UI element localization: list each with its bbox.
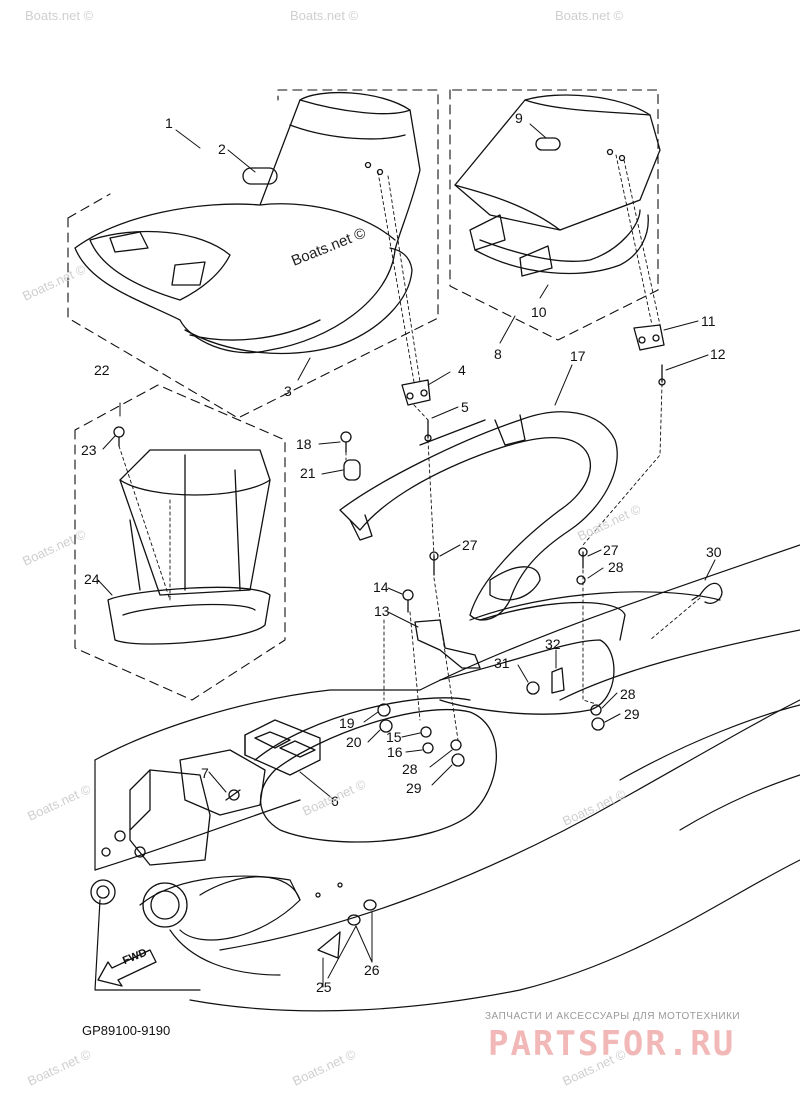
washer-15 (420, 726, 432, 738)
locator-lines (118, 154, 701, 741)
callout-19: 19 (339, 715, 355, 731)
bolt-14 (402, 589, 414, 613)
washer-28-top (576, 575, 586, 585)
callout-13: 13 (374, 603, 390, 619)
pin-27a (429, 551, 439, 576)
washer-19 (377, 703, 391, 717)
callout-12: 12 (710, 346, 726, 362)
callout-3: 3 (284, 383, 292, 399)
group-boxes (67, 89, 659, 701)
collar-21 (343, 459, 361, 481)
bolt-12 (658, 364, 666, 386)
callout-10: 10 (531, 304, 547, 320)
front-seat (74, 92, 421, 354)
callout-27-right: 27 (603, 542, 619, 558)
screw-7 (225, 789, 241, 801)
callout-20: 20 (346, 734, 362, 750)
callout-8: 8 (494, 346, 502, 362)
washer-28-mid (450, 739, 462, 751)
callout-16: 16 (387, 744, 403, 760)
watermark: Boats.net © (555, 8, 624, 23)
rear-seat (454, 94, 661, 277)
hook-30 (691, 582, 723, 604)
console (90, 749, 266, 928)
bracket-13 (414, 619, 481, 669)
callout-27-left: 27 (462, 537, 478, 553)
callout-2: 2 (218, 141, 226, 157)
pin-27b (578, 547, 588, 569)
fwd-arrow (97, 949, 157, 987)
storage-group-box (74, 384, 286, 701)
watermark: Boats.net © (290, 8, 359, 23)
leader-lines (97, 123, 716, 988)
callout-24: 24 (84, 571, 100, 587)
callout-7: 7 (201, 765, 209, 781)
bolt-5 (424, 419, 432, 442)
hull-body (94, 544, 800, 1012)
promo-brand-logo: PARTSFOR.RU (488, 1024, 736, 1064)
callout-28-top: 28 (608, 559, 624, 575)
washer-20 (379, 719, 393, 733)
callout-29-mid: 29 (406, 780, 422, 796)
bracket-11 (633, 324, 665, 351)
callout-15: 15 (386, 729, 402, 745)
callout-22: 22 (94, 362, 110, 378)
callout-28-right: 28 (620, 686, 636, 702)
washer-28-right (590, 704, 602, 716)
callout-17: 17 (570, 348, 586, 364)
callout-25: 25 (316, 979, 332, 995)
diagram-code: GP89100-9190 (82, 1023, 171, 1038)
watermark: Boats.net © (25, 8, 94, 23)
callout-31: 31 (494, 655, 510, 671)
cover-plate-25 (317, 931, 341, 959)
nut-29-mid (451, 753, 465, 767)
callout-32: 32 (545, 636, 561, 652)
rear-seat-gasket (474, 214, 649, 275)
control-box (244, 719, 321, 776)
callout-23: 23 (81, 442, 97, 458)
bracket-4 (401, 379, 431, 406)
bolt-18 (340, 431, 352, 453)
callout-11: 11 (701, 313, 716, 329)
callout-29-right: 29 (624, 706, 640, 722)
plug-26a (347, 914, 361, 926)
callout-21: 21 (300, 465, 316, 481)
promo-tagline: ЗАПЧАСТИ И АКСЕССУАРЫ ДЛЯ МОТОТЕХНИКИ (485, 1011, 741, 1022)
storage-box (107, 449, 271, 645)
nut-16 (422, 742, 434, 754)
callout-6: 6 (331, 793, 339, 809)
callout-30: 30 (706, 544, 722, 560)
plug-26b (363, 899, 377, 911)
callout-14: 14 (373, 579, 389, 595)
callout-1: 1 (165, 115, 173, 131)
bolt-23 (113, 426, 125, 447)
front-seat-gasket (184, 247, 413, 355)
callout-28-mid: 28 (402, 761, 418, 777)
front-seat-group-box (67, 89, 439, 419)
callout-26: 26 (364, 962, 380, 978)
rear-seat-group-box (449, 89, 659, 341)
callout-9: 9 (515, 110, 523, 126)
nut-31 (526, 681, 540, 695)
callout-5: 5 (461, 399, 469, 415)
grab-rail (339, 411, 618, 621)
nut-29-right (591, 717, 605, 731)
callout-18: 18 (296, 436, 312, 452)
seat-well (254, 601, 626, 843)
plate-32 (551, 667, 565, 694)
callout-4: 4 (458, 362, 466, 378)
